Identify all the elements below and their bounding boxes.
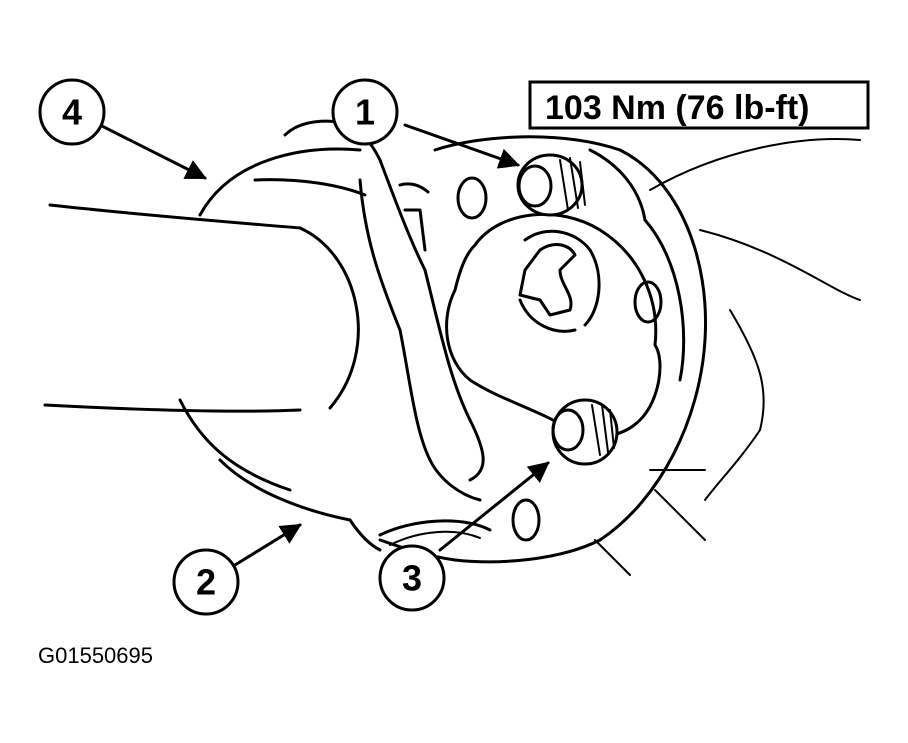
- callout-2-number: 2: [196, 562, 216, 603]
- driveshaft-tube: [43, 203, 360, 413]
- flex-coupling-disc: [378, 135, 708, 564]
- torque-spec-box: [528, 80, 870, 130]
- callout-4-number: 4: [62, 92, 82, 133]
- figure-code: G01550695: [38, 643, 153, 668]
- callout-3-arrow: [438, 461, 550, 552]
- callout-1-arrow: [403, 123, 520, 169]
- torque-spec-label: 103 Nm (76 lb-ft): [545, 89, 810, 127]
- callout-2: 2: [172, 548, 240, 616]
- lower-bolt: [551, 398, 619, 466]
- callout-3: 3: [378, 544, 446, 612]
- callout-1: 1: [331, 78, 399, 146]
- callout-3-number: 3: [402, 558, 422, 599]
- housing-outline: [594, 138, 861, 576]
- callout-4-arrow: [98, 123, 207, 180]
- callout-4: 4: [38, 78, 106, 146]
- upper-bolt: [516, 153, 586, 217]
- lower-boot: [378, 519, 492, 546]
- callout-1-number: 1: [355, 92, 375, 133]
- callout-2-arrow: [233, 523, 302, 567]
- yoke-flange: [178, 119, 485, 552]
- center-flange: [445, 212, 662, 439]
- nut-openings: [456, 176, 663, 542]
